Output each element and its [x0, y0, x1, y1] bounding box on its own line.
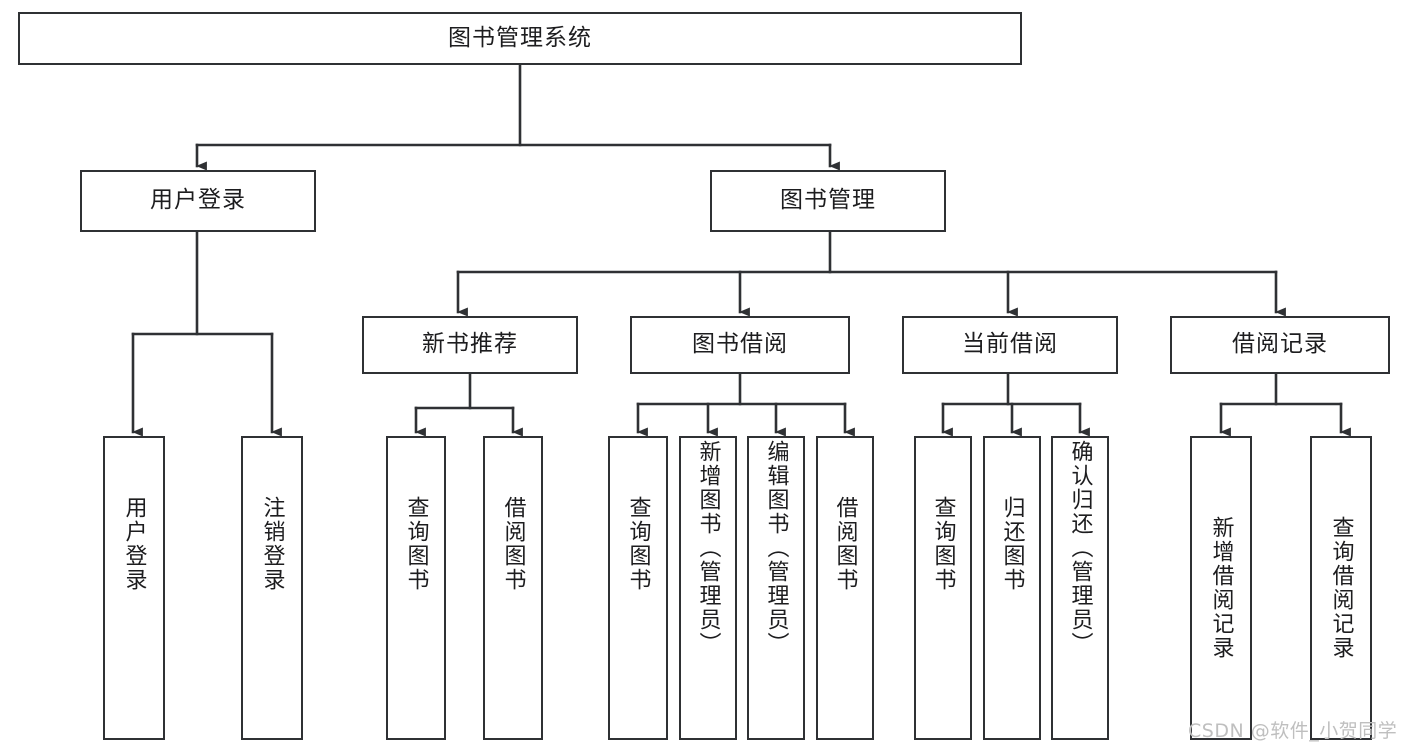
node-root-system[interactable]: 图书管理系统: [18, 12, 1022, 65]
leaf-node[interactable]: 新增借阅记录: [1190, 436, 1252, 740]
node-borrow-record[interactable]: 借阅记录: [1170, 316, 1390, 374]
leaf-node[interactable]: 确认归还（管理员）: [1051, 436, 1109, 740]
leaf-node[interactable]: 借阅图书: [483, 436, 543, 740]
leaf-label: 编辑图书（管理员）: [763, 440, 789, 656]
leaf-node[interactable]: 新增图书（管理员）: [679, 436, 737, 740]
leaf-node[interactable]: 借阅图书: [816, 436, 874, 740]
leaf-label: 新增借阅记录: [1208, 516, 1234, 660]
leaf-label: 新增图书（管理员）: [695, 440, 721, 656]
leaf-node[interactable]: 查询图书: [914, 436, 972, 740]
node-book-management[interactable]: 图书管理: [710, 170, 946, 232]
csdn-watermark: CSDN @软件_小贺同学: [1188, 720, 1398, 742]
leaf-node[interactable]: 查询图书: [386, 436, 446, 740]
leaf-label: 确认归还（管理员）: [1067, 440, 1093, 656]
leaf-node[interactable]: 注销登录: [241, 436, 303, 740]
leaf-node[interactable]: 编辑图书（管理员）: [747, 436, 805, 740]
node-label: 当前借阅: [962, 331, 1058, 358]
leaf-label: 借阅图书: [500, 496, 526, 592]
node-book-borrow[interactable]: 图书借阅: [630, 316, 850, 374]
leaf-label: 归还图书: [999, 496, 1025, 592]
node-new-book-recommend[interactable]: 新书推荐: [362, 316, 578, 374]
leaf-node[interactable]: 归还图书: [983, 436, 1041, 740]
leaf-label: 注销登录: [259, 496, 285, 592]
leaf-label: 查询借阅记录: [1328, 516, 1354, 660]
node-label: 图书借阅: [692, 331, 788, 358]
node-user-login[interactable]: 用户登录: [80, 170, 316, 232]
leaf-node[interactable]: 用户登录: [103, 436, 165, 740]
node-current-borrow[interactable]: 当前借阅: [902, 316, 1118, 374]
leaf-label: 借阅图书: [832, 496, 858, 592]
leaf-label: 查询图书: [930, 496, 956, 592]
leaf-node[interactable]: 查询借阅记录: [1310, 436, 1372, 740]
node-label: 借阅记录: [1232, 331, 1328, 358]
leaf-label: 查询图书: [625, 496, 651, 592]
leaf-label: 用户登录: [121, 496, 147, 592]
node-label: 新书推荐: [422, 331, 518, 358]
node-label: 用户登录: [150, 187, 246, 214]
leaf-label: 查询图书: [403, 496, 429, 592]
node-label: 图书管理系统: [448, 24, 592, 51]
leaf-node[interactable]: 查询图书: [608, 436, 668, 740]
node-label: 图书管理: [780, 187, 876, 214]
